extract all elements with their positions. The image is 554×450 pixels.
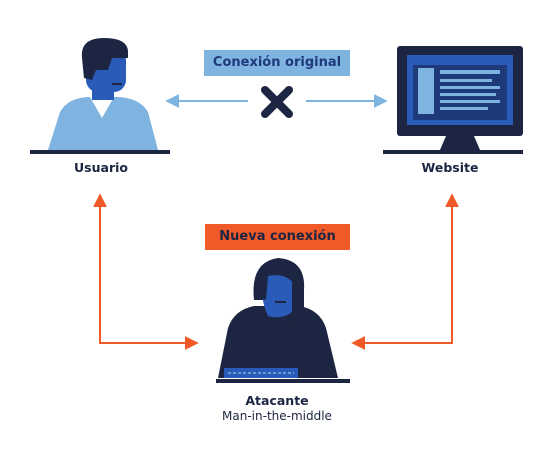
user-icon	[48, 38, 158, 150]
computer-monitor-icon	[397, 46, 523, 150]
new-connection-arrow-to-user	[93, 193, 190, 344]
user-label: Usuario	[74, 160, 128, 175]
website-label: Website	[421, 160, 479, 175]
attacker-desk	[216, 379, 350, 383]
website-desk	[383, 150, 523, 154]
original-connection-badge: Conexión original	[204, 50, 350, 76]
cross-icon	[261, 86, 293, 118]
attacker-icon	[218, 258, 338, 378]
attacker-sublabel: Man-in-the-middle	[222, 409, 332, 423]
attacker-label: Atacante	[245, 393, 309, 408]
new-connection-arrow-to-website	[358, 193, 459, 344]
keyboard-icon	[224, 368, 298, 378]
user-desk	[30, 150, 170, 154]
new-connection-badge: Nueva conexión	[205, 224, 350, 250]
